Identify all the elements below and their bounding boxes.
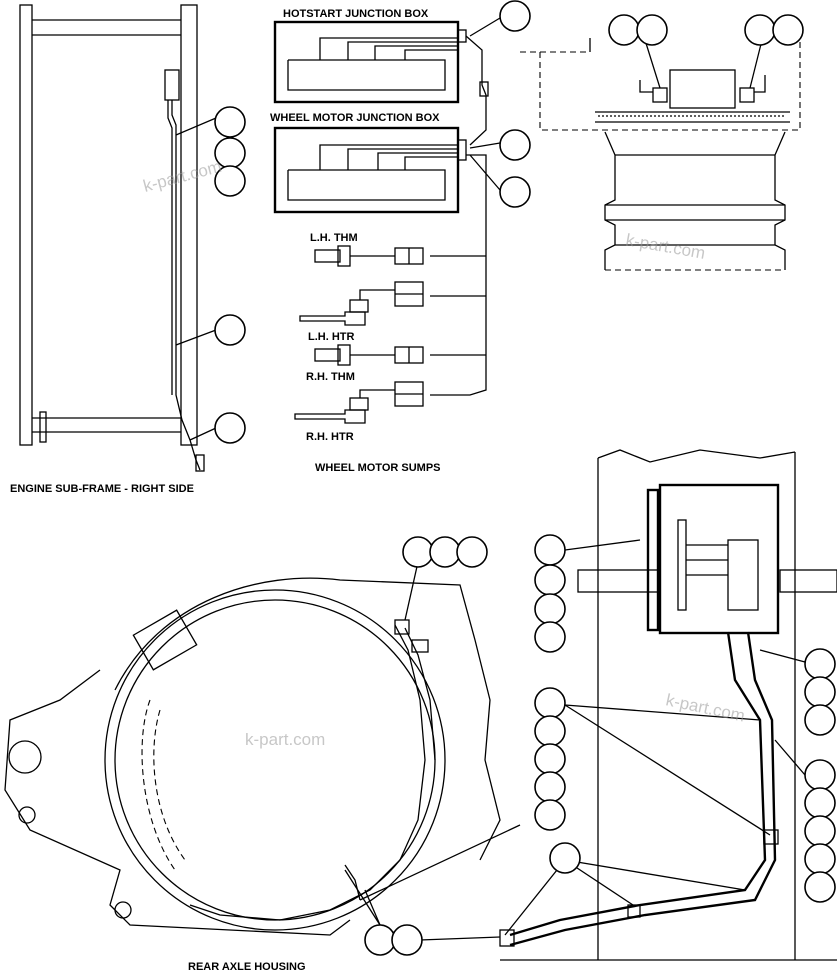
callout-bubble	[804, 871, 836, 903]
callout-bubble	[534, 621, 566, 653]
watermark: k-part.com	[141, 157, 223, 196]
callout-bubble	[364, 924, 396, 956]
callout-bubble	[534, 799, 566, 831]
engine-subframe-view: ENGINE SUB-FRAME - RIGHT SIDE	[10, 4, 246, 495]
engine-subframe-label: ENGINE SUB-FRAME - RIGHT SIDE	[10, 483, 194, 495]
callout-bubble	[391, 924, 423, 956]
callout-bubble	[534, 564, 566, 596]
callout-bubble	[402, 536, 434, 568]
rear-axle-housing-label: REAR AXLE HOUSING	[188, 961, 306, 973]
callout-bubble	[636, 14, 668, 46]
callout-bubble	[534, 771, 566, 803]
callout-bubble	[608, 14, 640, 46]
callout-bubble	[499, 176, 531, 208]
lh-htr-label: L.H. HTR	[308, 331, 354, 343]
callout-bubble	[429, 536, 461, 568]
callout-bubble	[214, 106, 246, 138]
callout-bubble	[214, 314, 246, 346]
wheel-motor-box-label: WHEEL MOTOR JUNCTION BOX	[270, 112, 440, 124]
callout-bubble	[804, 648, 836, 680]
rh-thm-label: R.H. THM	[306, 371, 355, 383]
hotstart-box-label: HOTSTART JUNCTION BOX	[283, 8, 429, 20]
callout-bubble	[456, 536, 488, 568]
lh-thm-label: L.H. THM	[310, 232, 358, 244]
callout-bubble	[499, 129, 531, 161]
callout-bubble	[549, 842, 581, 874]
callout-bubble	[804, 676, 836, 708]
wheel-motor-sumps-label: WHEEL MOTOR SUMPS	[315, 462, 441, 474]
rh-htr-label: R.H. HTR	[306, 431, 354, 443]
rear-axle-housing-view: REAR AXLE HOUSING	[4, 536, 521, 973]
callout-bubble	[804, 815, 836, 847]
watermark: k-part.com	[664, 690, 746, 725]
callout-bubble	[534, 534, 566, 566]
callout-bubble	[534, 687, 566, 719]
callout-bubble	[214, 412, 246, 444]
hotstart-junction-box	[273, 20, 460, 104]
callout-bubble	[804, 704, 836, 736]
callout-bubble	[214, 165, 246, 197]
callout-bubble	[804, 759, 836, 791]
callout-bubble	[804, 843, 836, 875]
callout-bubble	[499, 0, 531, 32]
callout-bubble	[772, 14, 804, 46]
callout-bubble	[534, 593, 566, 625]
junction-box-view: HOTSTART JUNCTION BOX WHEEL MOTOR JUNCTI…	[270, 0, 531, 474]
watermark: k-part.com	[624, 230, 706, 263]
callout-bubble	[744, 14, 776, 46]
sump-detail-view	[520, 14, 804, 271]
frame-junction-box	[658, 483, 780, 635]
callout-bubble	[534, 715, 566, 747]
callout-bubble	[534, 743, 566, 775]
watermark: k-part.com	[245, 730, 325, 749]
frame-rail-detail-view	[499, 449, 837, 961]
wheel-motor-junction-box	[273, 126, 460, 214]
callout-bubble	[804, 787, 836, 819]
